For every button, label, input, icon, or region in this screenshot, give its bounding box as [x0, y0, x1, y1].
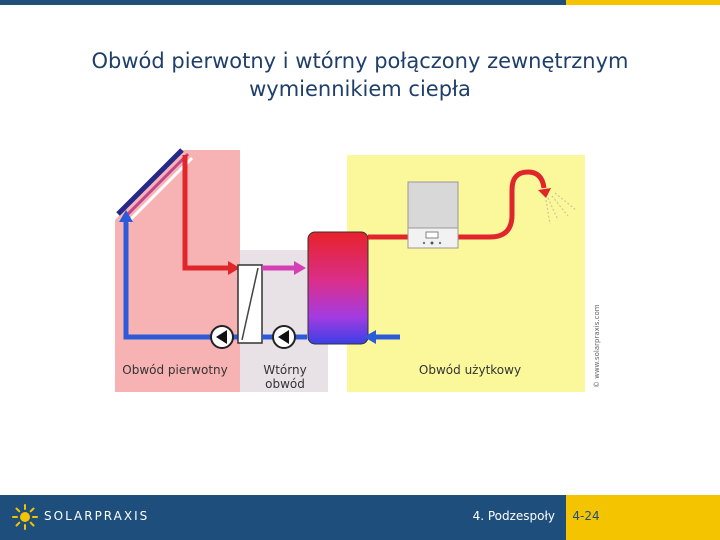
slide-title-line-1: Obwód pierwotny i wtórny połączony zewnę…	[91, 49, 629, 73]
slide-title-line-2: wymiennikiem ciepła	[249, 77, 471, 101]
diagram-graphic	[115, 148, 585, 392]
primary-hot-arrow	[228, 261, 240, 275]
sun-logo-icon	[12, 504, 38, 530]
solar-collector	[116, 148, 194, 224]
brand-name: SOLARPRAXIS	[44, 509, 150, 523]
primary-cold-arrow	[119, 210, 133, 222]
top-bar-accent	[566, 0, 720, 5]
utility-hot-arrow	[538, 188, 551, 198]
secondary-hot-arrow	[294, 261, 306, 275]
primary-circuit-zone	[115, 150, 240, 392]
primary-pump	[210, 325, 234, 349]
section-label: 4. Podzespoły	[472, 509, 555, 523]
image-credit: © www.solarpraxis.com	[593, 304, 601, 388]
shower-spray	[545, 192, 577, 225]
primary-circuit-label: Obwód pierwotny	[122, 363, 228, 377]
footer-accent	[566, 495, 720, 540]
page-number: 4-24	[572, 509, 600, 523]
secondary-pump	[272, 325, 296, 349]
heat-exchanger-diagram: Obwód pierwotny Wtórny obwód Obwód użytk…	[110, 140, 610, 400]
slide-title: Obwód pierwotny i wtórny połączony zewnę…	[40, 47, 680, 103]
storage-tank	[307, 231, 369, 345]
boiler-unit	[407, 181, 459, 249]
secondary-circuit-label-line-1: Wtórny	[263, 363, 307, 377]
utility-circuit-label: Obwód użytkowy	[418, 363, 522, 377]
top-bar	[0, 0, 566, 5]
secondary-circuit-label: Wtórny obwód	[250, 363, 320, 391]
primary-hot-pipe	[182, 155, 234, 271]
secondary-circuit-label-line-2: obwód	[265, 377, 305, 391]
utility-hot-pipe	[368, 169, 547, 240]
utility-cold-arrow	[364, 330, 376, 344]
primary-cold-pipe	[123, 215, 238, 340]
plate-heat-exchanger	[237, 264, 263, 344]
